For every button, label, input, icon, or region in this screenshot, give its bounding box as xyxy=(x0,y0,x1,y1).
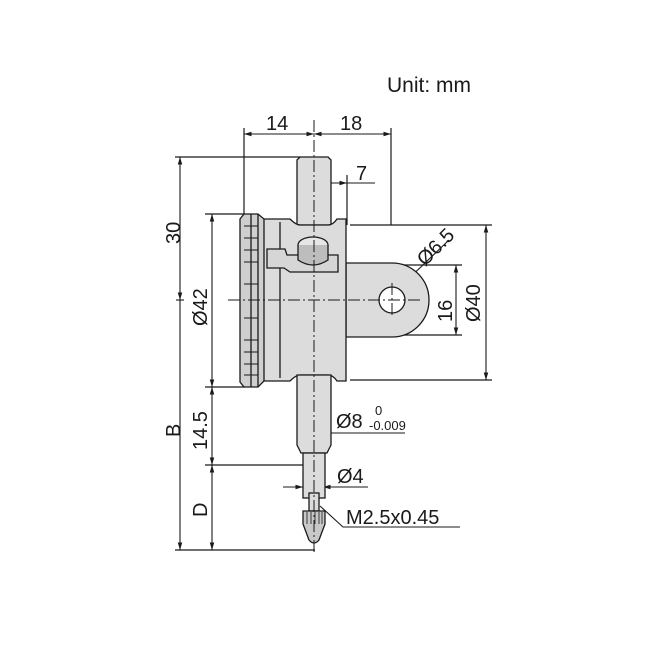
dim-width-left: 14 xyxy=(266,113,288,135)
dim-spindle-diameter: Ø4 xyxy=(337,466,364,488)
dim-stem-diameter: Ø8 xyxy=(336,411,363,433)
dim-stem-tol-upper: 0 xyxy=(375,403,382,418)
dim-thread: M2.5x0.45 xyxy=(346,507,439,529)
dim-height-top: 30 xyxy=(163,222,185,244)
dimension-lines xyxy=(176,131,489,550)
center-lines xyxy=(228,120,420,555)
dim-lug-height: 16 xyxy=(435,300,457,322)
unit-label: Unit: mm xyxy=(387,74,471,97)
dim-width-right: 18 xyxy=(340,113,362,135)
dim-stem-length: 14.5 xyxy=(190,411,212,450)
dim-body-diameter: Ø40 xyxy=(463,284,485,322)
dim-hole-diameter: Ø6.5 xyxy=(413,224,459,270)
dim-stem-tol-lower: -0.009 xyxy=(369,418,406,433)
dim-stem-offset: 7 xyxy=(356,163,367,185)
dim-D: D xyxy=(190,503,212,517)
dim-dial-diameter: Ø42 xyxy=(190,288,212,326)
indicator-body xyxy=(239,156,430,544)
dimension-labels: 14 18 7 30 Ø42 B 14.5 D Ø6.5 16 Ø40 Ø8 0… xyxy=(163,113,485,529)
dim-B: B xyxy=(163,424,185,437)
